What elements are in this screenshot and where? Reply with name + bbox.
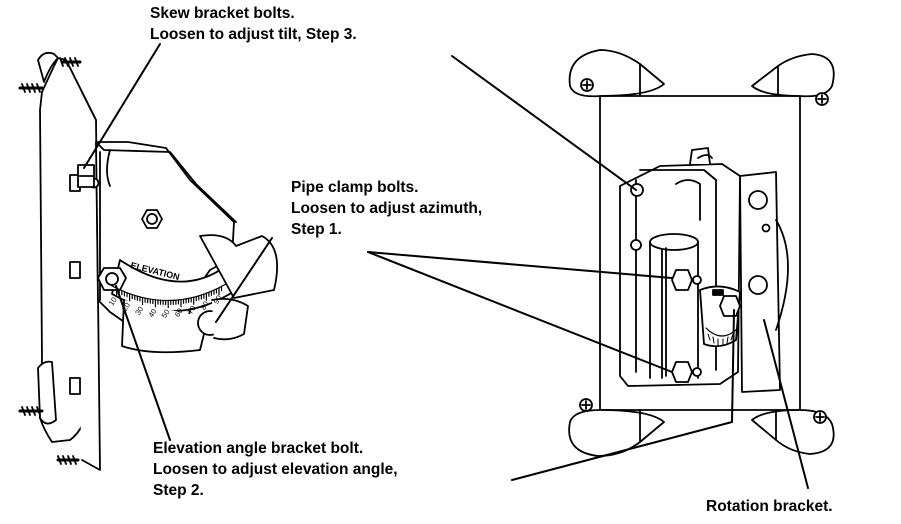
scale-tick-label: 60 xyxy=(173,307,185,319)
pipe-callout-line-1: Pipe clamp bolts. xyxy=(291,179,419,196)
mounting-stud-bottom-icon xyxy=(56,455,80,465)
elevation-callout-line-1: Elevation angle bracket bolt. xyxy=(153,440,364,457)
elevation-callout-line-2: Loosen to adjust elevation angle, xyxy=(153,461,398,478)
corner-screw-icon xyxy=(813,410,827,424)
pipe-clamp-bolt-lower-icon xyxy=(671,361,693,383)
scale-tick-label: 30 xyxy=(133,305,145,317)
elevation-bolt-callout: Elevation angle bracket bolt. Loosen to … xyxy=(153,438,398,501)
mounting-stud-top-icon xyxy=(59,57,82,67)
scale-tick-label: 20 xyxy=(120,301,132,313)
skew-bracket-callout: Skew bracket bolts. Loosen to adjust til… xyxy=(150,3,357,45)
corner-screw-icon xyxy=(815,92,829,106)
skew-callout-line-1: Skew bracket bolts. xyxy=(150,5,295,22)
scale-tick-label: 80 xyxy=(199,300,211,312)
elevation-leader-left xyxy=(115,285,171,441)
skew-leader-right xyxy=(451,55,637,191)
pipe-clamp-bolt-upper-icon xyxy=(671,269,693,291)
elevation-callout-line-3: Step 2. xyxy=(153,482,204,499)
pipe-leader-left xyxy=(215,237,273,323)
corner-screw-icon xyxy=(579,398,593,412)
elevation-bracket-bolt-icon xyxy=(97,267,127,291)
side-view-mount xyxy=(18,51,278,471)
skew-bracket-bolt-icon xyxy=(77,164,95,188)
elevation-leader-right xyxy=(511,421,733,481)
elevation-scale xyxy=(111,283,227,309)
scale-tick-label: 40 xyxy=(146,307,158,319)
pipe-callout-line-2: Loosen to adjust azimuth, xyxy=(291,200,483,217)
mounting-stud-lower-icon xyxy=(18,406,44,416)
skew-callout-line-2: Loosen to adjust tilt, Step 3. xyxy=(150,26,357,43)
mounting-stud-upper-icon xyxy=(18,83,44,93)
front-view-mount xyxy=(568,49,835,457)
center-bolt-icon xyxy=(141,209,163,229)
rotation-leader xyxy=(763,319,809,489)
skew-leader-left xyxy=(83,43,161,169)
scale-tick-label: 50 xyxy=(160,308,172,320)
pipe-leader-upper xyxy=(367,251,673,279)
rotation-callout-line-1: Rotation bracket. xyxy=(706,498,833,515)
pipe-leader-lower xyxy=(367,251,673,373)
pipe-callout-line-3: Step 1. xyxy=(291,221,342,238)
leader-lines xyxy=(83,43,809,489)
scale-tick-label: 90 xyxy=(212,294,224,306)
rotation-bracket-callout: Rotation bracket. xyxy=(706,496,833,517)
scale-tick-label: 10 xyxy=(107,296,119,308)
corner-screw-icon xyxy=(580,78,594,92)
scale-tick-label: 70 xyxy=(186,304,198,316)
pipe-clamp-callout: Pipe clamp bolts. Loosen to adjust azimu… xyxy=(291,177,482,240)
